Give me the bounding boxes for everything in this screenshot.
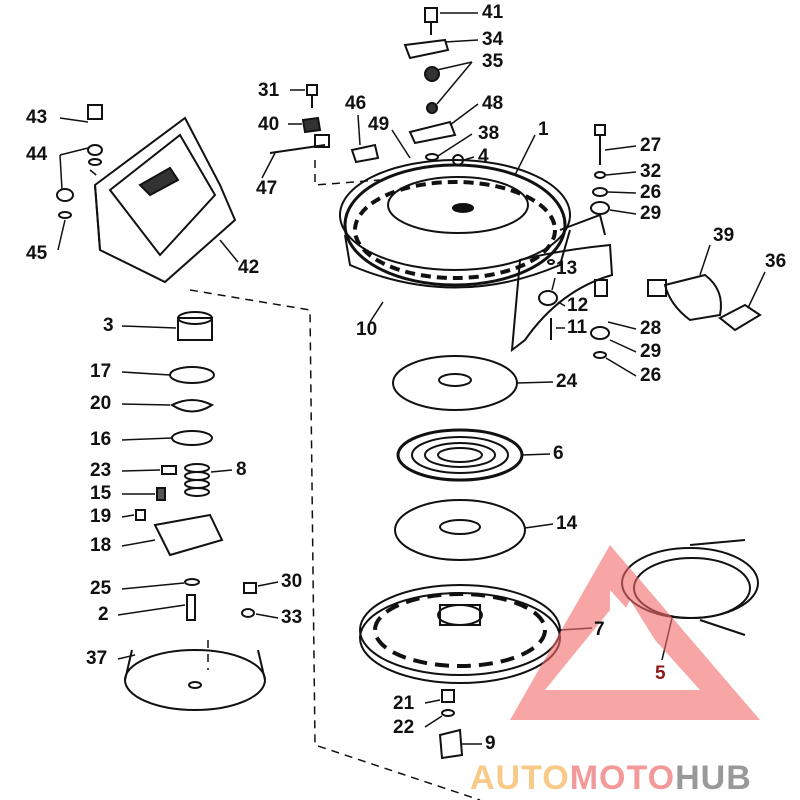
part-label-49: 49: [368, 114, 390, 135]
part-label-29: 29: [640, 203, 662, 224]
rewind-spring-6: [396, 428, 524, 482]
part-label-14: 14: [556, 513, 578, 534]
part-label-46: 46: [345, 93, 367, 114]
part-label-44: 44: [26, 144, 48, 165]
part-label-27: 27: [640, 135, 662, 156]
watermark-auto: AUTO: [470, 759, 570, 797]
part-label-25: 25: [90, 578, 112, 599]
part-label-9: 9: [485, 733, 496, 754]
bracket-9: [438, 728, 464, 760]
part-label-31: 31: [258, 80, 280, 101]
handle-39: [663, 273, 722, 322]
part-label-26: 26: [640, 182, 662, 203]
part-label-30: 30: [281, 571, 303, 592]
plate-24: [392, 355, 518, 411]
screw-21: [441, 689, 455, 703]
part-label-23: 23: [90, 460, 112, 481]
part-label-35: 35: [482, 51, 504, 72]
part-label-5: 5: [655, 663, 666, 684]
part-label-43: 43: [26, 107, 48, 128]
part-label-26: 26: [640, 365, 662, 386]
part-label-6: 6: [553, 443, 564, 464]
part-label-28: 28: [640, 318, 662, 339]
part-label-36: 36: [765, 251, 787, 272]
part-label-13: 13: [556, 258, 578, 279]
part-label-22: 22: [393, 717, 415, 738]
part-label-47: 47: [256, 178, 278, 199]
part-label-11: 11: [567, 317, 588, 338]
watermark-hub: HUB: [675, 759, 752, 797]
part-label-20: 20: [90, 393, 112, 414]
part-label-18: 18: [90, 535, 112, 556]
part-label-16: 16: [90, 429, 112, 450]
part-label-24: 24: [556, 371, 578, 392]
screw-41: [424, 7, 438, 23]
part-label-17: 17: [90, 361, 112, 382]
part-label-48: 48: [482, 93, 504, 114]
part-label-39: 39: [713, 225, 735, 246]
pawl-48: [408, 120, 457, 145]
part-label-10: 10: [356, 319, 378, 340]
part-label-45: 45: [26, 243, 48, 264]
part-label-42: 42: [238, 257, 260, 278]
part-label-38: 38: [478, 123, 500, 144]
part-label-8: 8: [236, 459, 247, 480]
part-label-40: 40: [258, 114, 280, 135]
pawl-34: [403, 38, 450, 60]
part-label-33: 33: [281, 607, 303, 628]
part-label-34: 34: [482, 29, 504, 50]
part-label-4: 4: [478, 146, 489, 167]
watermark-logo: [510, 545, 760, 720]
watermark-text: AUTOMOTOHUB: [470, 760, 752, 796]
plate-18: [153, 513, 224, 557]
part-label-12: 12: [567, 295, 589, 316]
part-label-3: 3: [103, 315, 114, 336]
part-label-15: 15: [90, 483, 112, 504]
part-label-41: 41: [482, 2, 504, 23]
part-label-37: 37: [86, 648, 108, 669]
part-label-7: 7: [594, 619, 605, 640]
spring-8: [184, 463, 210, 497]
part-label-2: 2: [98, 604, 109, 625]
bushing-3: [177, 317, 213, 341]
part-label-32: 32: [640, 161, 662, 182]
insert-36: [718, 303, 762, 332]
part-label-29: 29: [640, 341, 662, 362]
plate-14: [394, 499, 526, 561]
pulley-7: [359, 584, 561, 684]
part-label-19: 19: [90, 506, 112, 527]
part-label-21: 21: [393, 693, 415, 714]
part-label-1: 1: [538, 119, 549, 140]
cover-42: [93, 116, 237, 284]
watermark-moto: MOTO: [569, 759, 676, 797]
screw-43: [87, 104, 103, 120]
cup-37: [124, 649, 266, 711]
